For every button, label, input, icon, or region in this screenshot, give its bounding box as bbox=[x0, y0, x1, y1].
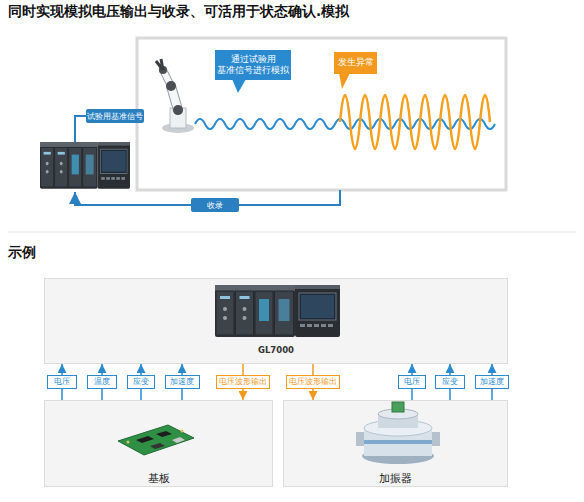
robot-gripper bbox=[156, 59, 163, 70]
robot-joint bbox=[166, 81, 176, 91]
section-divider bbox=[8, 232, 576, 233]
logger-device bbox=[40, 142, 130, 189]
shaker-base bbox=[362, 448, 434, 464]
object-box: 加振器 bbox=[283, 400, 508, 487]
callout-box: 通过试验用 基准信号进行模拟 bbox=[215, 50, 291, 80]
robot-pedestal bbox=[170, 108, 186, 128]
simulation-panel bbox=[137, 38, 506, 190]
diagram-title: 同时实现模拟电压输出与收录、可活用于状态确认.模拟 bbox=[8, 3, 349, 21]
callout-tail bbox=[339, 73, 350, 89]
board-pad bbox=[127, 441, 130, 444]
robot-link bbox=[163, 70, 171, 86]
signal-tag: 收录 bbox=[191, 198, 239, 212]
callout-box: 发生异常 bbox=[334, 52, 377, 74]
board-part bbox=[172, 437, 185, 443]
section-heading: 示例 bbox=[8, 244, 36, 262]
edge-label: 加速度 bbox=[475, 375, 509, 389]
board-pad bbox=[181, 430, 184, 433]
reference-wave bbox=[195, 119, 495, 129]
board-chip bbox=[156, 431, 172, 437]
edge-label: 电压 bbox=[398, 375, 426, 389]
robot-link bbox=[171, 86, 178, 110]
edge-label: 应变 bbox=[127, 375, 155, 389]
edge-label: 应变 bbox=[435, 375, 465, 389]
node-text: 试验用基准信号 bbox=[87, 111, 143, 122]
board-chip bbox=[136, 436, 154, 443]
test-sensor bbox=[392, 402, 404, 412]
robot-link bbox=[171, 86, 178, 110]
device-box: GL7000 bbox=[44, 278, 508, 364]
edge-label: 电压 bbox=[47, 375, 77, 389]
robot-base bbox=[162, 123, 194, 133]
edge-label: 电压波形输出 bbox=[216, 375, 270, 389]
edge-label: 加速度 bbox=[165, 375, 200, 389]
shaker-table-top bbox=[378, 409, 418, 419]
shaker-body bbox=[364, 428, 432, 456]
node-text: GL7000 bbox=[45, 345, 507, 355]
robot-arm bbox=[156, 59, 194, 133]
node-text: 加振器 bbox=[284, 471, 507, 486]
abnormal-wave bbox=[340, 95, 490, 149]
node-text: 收录 bbox=[207, 200, 223, 211]
robot-link bbox=[163, 70, 171, 86]
shaker-handle bbox=[356, 432, 366, 446]
shaker-handle bbox=[430, 432, 440, 446]
shaker-table bbox=[378, 414, 418, 428]
callout-tail bbox=[232, 79, 246, 93]
board-chip bbox=[150, 443, 165, 449]
node-text: 发生异常 bbox=[338, 57, 374, 69]
shaker bbox=[356, 402, 440, 464]
board-pcb bbox=[118, 425, 194, 455]
shaker-band bbox=[364, 440, 432, 444]
robot-joint bbox=[173, 105, 183, 115]
object-box: 基板 bbox=[44, 400, 273, 487]
logger-device bbox=[215, 285, 340, 337]
circuit-board bbox=[118, 425, 194, 455]
edge-group bbox=[62, 364, 492, 400]
node-text: 通过试验用 基准信号进行模拟 bbox=[217, 54, 289, 76]
robot-joint bbox=[159, 66, 167, 74]
signal-tag: 试验用基准信号 bbox=[86, 109, 144, 123]
edge-label: 电压波形输出 bbox=[286, 375, 340, 389]
shaker-top bbox=[364, 420, 432, 436]
node-text: 基板 bbox=[45, 471, 272, 486]
edge-label: 温度 bbox=[87, 375, 117, 389]
